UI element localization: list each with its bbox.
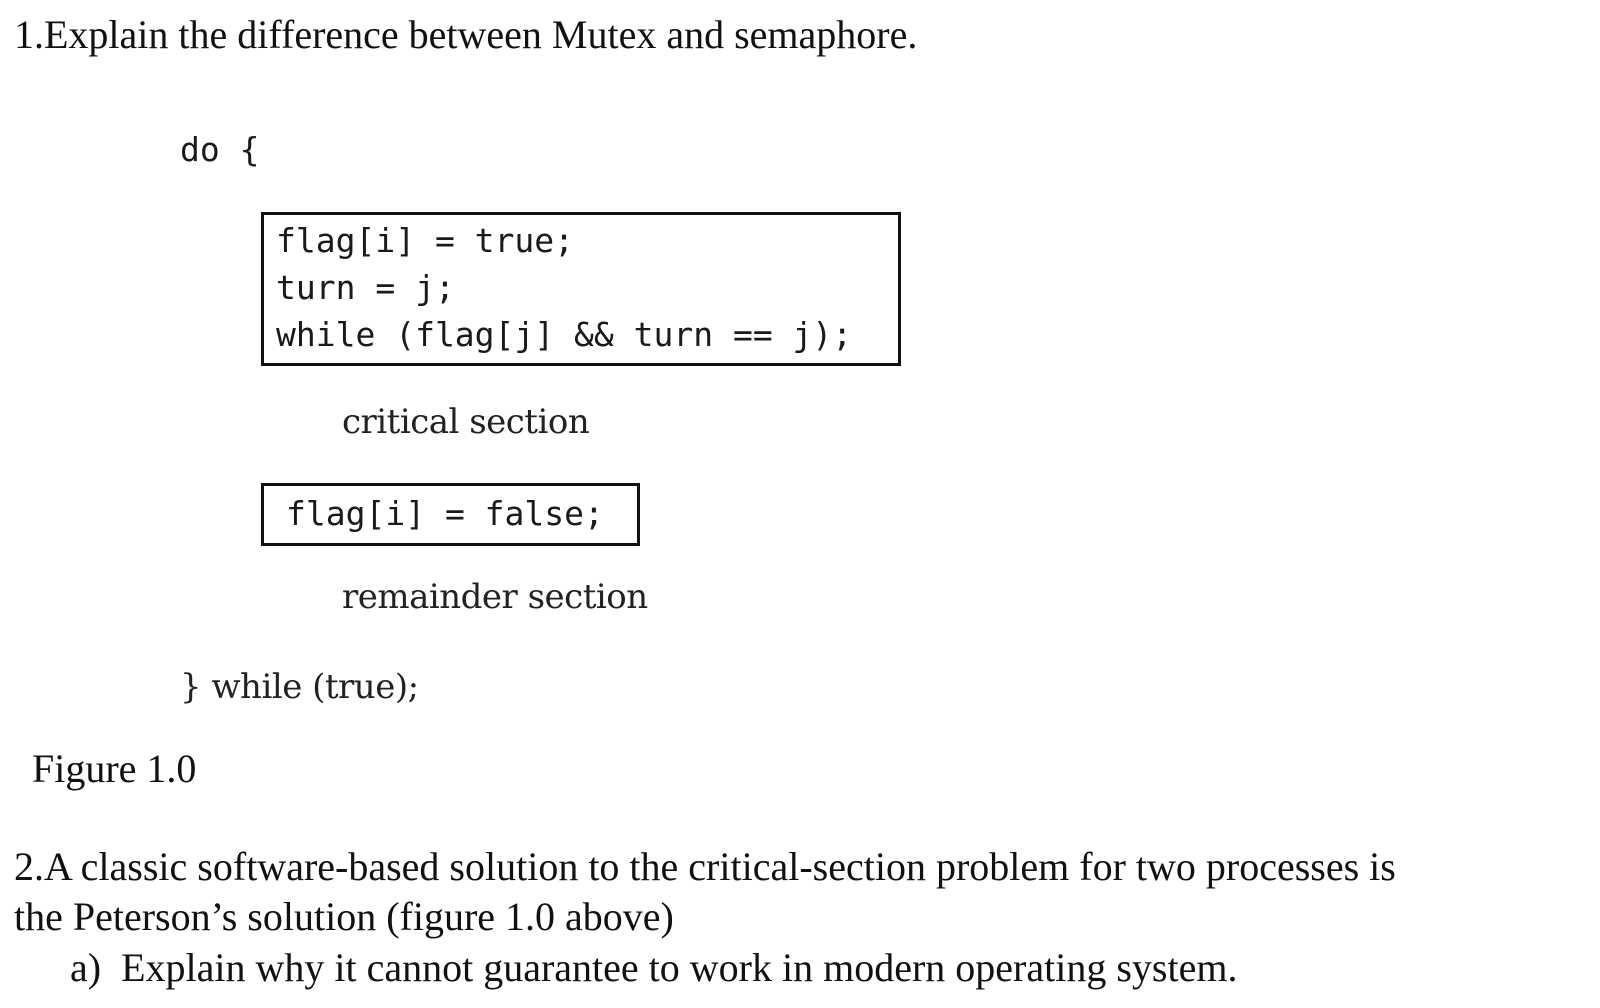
question-1-text: 1.Explain the difference between Mutex a… (14, 12, 918, 57)
question-2-line-1: 2.A classic software-based solution to t… (14, 844, 1396, 889)
code-line-turn: turn = j; (276, 268, 455, 307)
code-line-flag-true: flag[i] = true; (276, 221, 575, 260)
question-2-part-a: a) Explain why it cannot guarantee to wo… (70, 945, 1238, 990)
code-line-while: while (flag[j] && turn == j); (276, 315, 853, 354)
question-2-line-2: the Peterson’s solution (figure 1.0 abov… (14, 894, 674, 939)
remainder-section-label: remainder section (342, 577, 648, 617)
code-line-flag-false: flag[i] = false; (286, 494, 604, 533)
critical-section-label: critical section (342, 402, 590, 442)
entry-section-box: flag[i] = true; turn = j; while (flag[j]… (261, 212, 901, 366)
exit-section-box: flag[i] = false; (261, 483, 640, 546)
figure-caption: Figure 1.0 (32, 746, 197, 791)
code-do-close: } while (true); (180, 667, 419, 707)
code-do-open: do { (180, 130, 260, 169)
